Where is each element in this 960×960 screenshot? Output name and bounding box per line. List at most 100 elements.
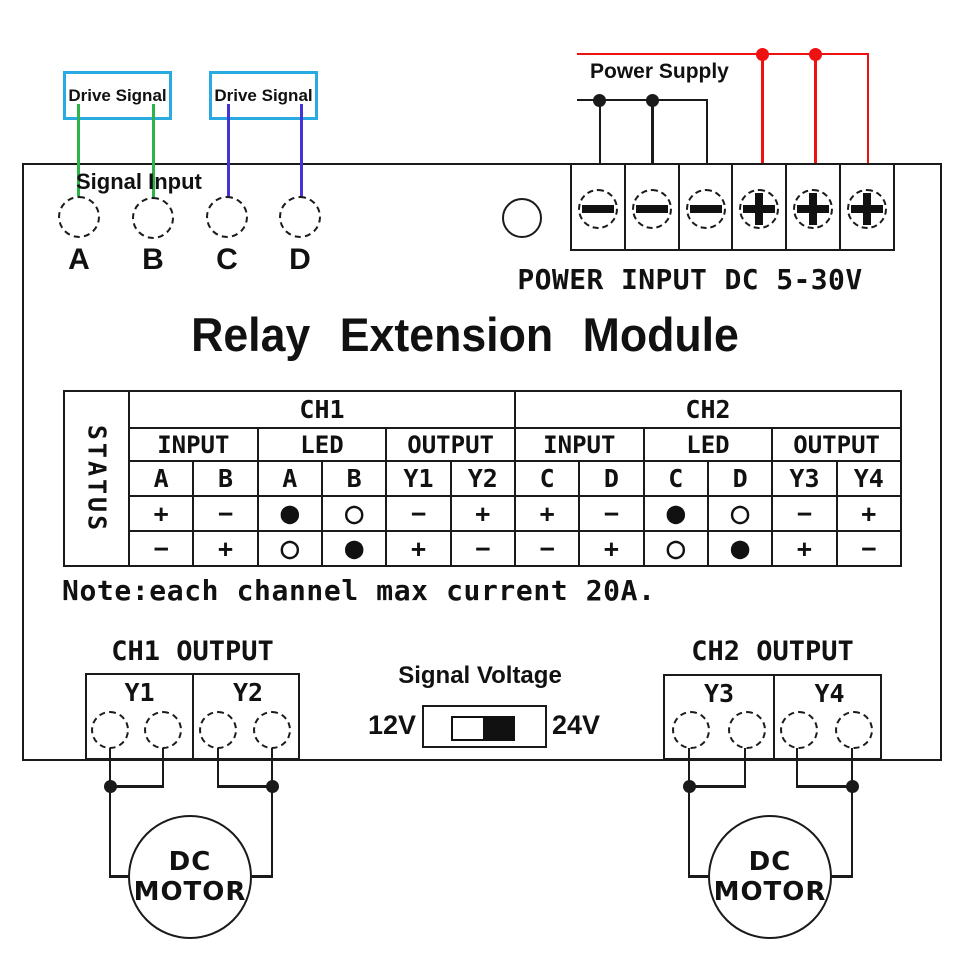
status-corner: STATUS: [63, 390, 130, 567]
input-terminal-d: [279, 196, 321, 238]
junction-dot: [755, 47, 769, 61]
led-on-cell: ●: [320, 530, 388, 567]
ch2-output-block: Y3 Y4: [663, 674, 882, 760]
led-off-cell: ○: [706, 495, 774, 532]
column-header: Y4: [835, 460, 903, 497]
motor-wire: [270, 748, 273, 788]
minus-terminal: [572, 165, 624, 249]
drive-wire-d: [300, 104, 303, 206]
switch-position-on: [483, 718, 513, 739]
output-terminal: [728, 711, 766, 749]
ch1-output-title: CH1 OUTPUT: [111, 636, 274, 667]
plus-terminal: [731, 165, 785, 249]
motor-wire: [850, 748, 853, 788]
column-header: C: [513, 460, 581, 497]
output-terminal: [144, 711, 182, 749]
led-off-cell: ○: [642, 530, 709, 567]
state-cell: −: [449, 530, 516, 567]
state-cell: +: [385, 530, 452, 567]
motor-wire: [743, 748, 746, 788]
input-terminal-b: [132, 197, 174, 239]
output-terminal: [199, 711, 237, 749]
motor-label: MOTOR: [713, 877, 827, 907]
state-cell: +: [192, 530, 259, 567]
input-label-d: D: [289, 243, 311, 276]
state-cell: −: [578, 495, 645, 532]
plus-terminal: [785, 165, 839, 249]
output-terminal: [253, 711, 291, 749]
switch-label-24v: 24V: [552, 710, 601, 740]
motor-wire: [687, 748, 690, 788]
input-label-b: B: [142, 243, 164, 276]
screw-icon: [631, 189, 672, 229]
mounting-hole: [502, 198, 542, 238]
motor-wire: [270, 786, 273, 877]
state-cell: +: [771, 530, 838, 567]
input-terminal-a: [58, 196, 100, 238]
ch1-output-block: Y1 Y2: [85, 673, 300, 760]
screw-icon: [793, 189, 834, 229]
power-wire-negative-bus: [577, 98, 708, 101]
column-header: D: [578, 460, 645, 497]
column-header: B: [320, 460, 388, 497]
motor-wire: [108, 875, 131, 878]
group-header: LED: [642, 427, 774, 462]
voltage-switch: [422, 705, 547, 748]
output-terminal: [780, 711, 818, 749]
power-wire: [761, 54, 764, 178]
motor-wire: [108, 748, 111, 788]
divider: [773, 676, 775, 758]
state-cell: +: [835, 495, 903, 532]
motor-wire: [108, 785, 164, 788]
relay-label-y1: Y1: [124, 678, 155, 707]
minus-terminal: [677, 165, 732, 249]
input-label-a: A: [68, 243, 90, 276]
output-terminal: [835, 711, 873, 749]
group-header: OUTPUT: [385, 427, 516, 462]
plus-terminal: [839, 165, 893, 249]
output-terminal: [91, 711, 129, 749]
state-cell: −: [835, 530, 903, 567]
motor-wire: [216, 748, 219, 788]
screw-icon: [847, 189, 888, 229]
state-cell: −: [385, 495, 452, 532]
status-table: STATUS CH1 CH2 INPUT LED OUTPUT INPUT LE…: [63, 390, 903, 567]
drive-signal-label: Drive Signal: [214, 85, 313, 105]
drive-signal-label: Drive Signal: [68, 85, 167, 105]
ch2-output-title: CH2 OUTPUT: [691, 636, 854, 667]
power-wire: [651, 100, 654, 178]
column-header: Y3: [771, 460, 838, 497]
group-header: LED: [256, 427, 388, 462]
state-cell: −: [192, 495, 259, 532]
column-header: A: [256, 460, 323, 497]
group-header: OUTPUT: [771, 427, 902, 462]
plus-icon: [755, 193, 764, 225]
relay-label-y4: Y4: [814, 679, 845, 708]
signal-input-title: Signal Input: [76, 169, 202, 194]
junction-dot: [593, 93, 606, 107]
relay-label-y2: Y2: [232, 678, 264, 707]
junction-dot: [645, 93, 659, 107]
led-on-cell: ●: [642, 495, 709, 532]
led-off-cell: ○: [320, 495, 388, 532]
switch-position-off: [453, 718, 483, 739]
drive-wire-c: [227, 104, 230, 206]
column-header: Y1: [385, 460, 452, 497]
column-header: C: [642, 460, 709, 497]
column-header: Y2: [449, 460, 516, 497]
motor-wire: [161, 748, 164, 788]
power-input-caption: POWER INPUT DC 5-30V: [517, 263, 863, 296]
state-cell: −: [771, 495, 838, 532]
junction-dot: [808, 47, 822, 61]
motor-wire: [687, 786, 690, 877]
state-cell: −: [513, 530, 581, 567]
power-wire: [814, 54, 817, 178]
group-header: INPUT: [513, 427, 645, 462]
led-on-cell: ●: [256, 495, 323, 532]
screw-icon: [685, 189, 726, 229]
column-header: A: [127, 460, 195, 497]
state-cell: −: [127, 530, 195, 567]
motor-wire: [216, 785, 273, 788]
group-header: INPUT: [128, 427, 259, 462]
